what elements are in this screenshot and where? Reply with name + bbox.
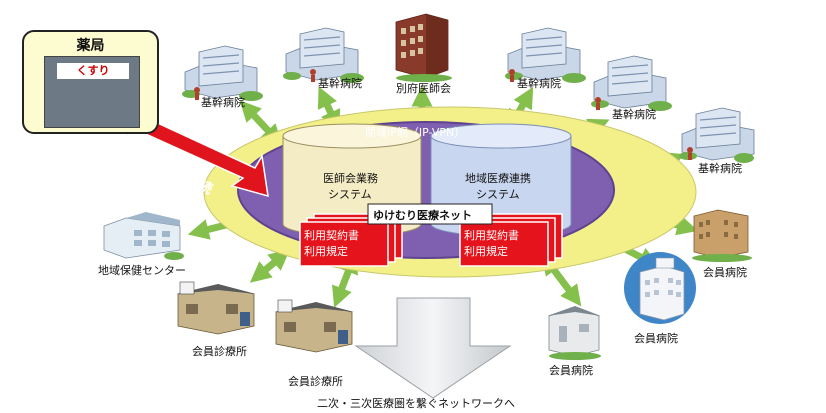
- left-system-subtitle: システム: [328, 188, 372, 201]
- person-icon: [194, 87, 200, 100]
- health-center-icon: [103, 212, 184, 260]
- node-label-kaiin-hosp-1: 会員病院: [703, 266, 747, 279]
- node-label-kikan-3: 基幹病院: [517, 77, 561, 90]
- person-icon: [687, 147, 693, 160]
- hospital-icon: [547, 306, 601, 360]
- pharmacy-box: 薬局 くすり: [22, 30, 159, 134]
- left-doc-line1: 利用契約書: [304, 229, 359, 242]
- node-label-clinic-1: 会員診療所: [192, 345, 247, 358]
- left-documents: [299, 213, 403, 267]
- node-label-kikan-5: 基幹病院: [698, 162, 742, 175]
- hospital-icon: [692, 209, 752, 262]
- arrow-clinic-1: [249, 249, 291, 283]
- hospital-building-icon: [679, 107, 755, 163]
- person-icon: [509, 69, 515, 82]
- big-down-arrow: [354, 297, 512, 399]
- net-name-box: [367, 203, 493, 225]
- hospital-building-icon: [283, 27, 364, 83]
- network-label: 閉域IP網（IP-VPN）: [365, 126, 466, 139]
- node-label-kikan-4: 基幹病院: [612, 108, 656, 121]
- pharmacy-sign: くすり: [57, 63, 129, 79]
- right-system-subtitle: システム: [476, 188, 520, 201]
- node-label-kikan-1: 基幹病院: [201, 96, 245, 109]
- arrow-kikan-1: [239, 100, 283, 146]
- net-name: ゆけむり医療ネット: [373, 209, 472, 222]
- right-system-title: 地域医療連携: [465, 172, 531, 185]
- node-label-hoken: 地域保健センター: [98, 264, 186, 277]
- hospital-building-icon: [505, 27, 586, 83]
- node-label-kaiin-hosp-2: 会員病院: [634, 332, 678, 345]
- pharmacy-photo: くすり: [44, 56, 140, 128]
- person-icon: [310, 69, 316, 82]
- left-system-title: 医師会業務: [323, 172, 378, 185]
- node-label-kikan-2: 基幹病院: [318, 77, 362, 90]
- clinic-icon: [274, 299, 354, 353]
- hospital-icon: [624, 252, 696, 324]
- office-building-icon: [395, 13, 452, 82]
- node-label-ishikai: 別府医師会: [396, 82, 451, 95]
- clinic-icon: [176, 281, 256, 335]
- bottom-caption: 二次・三次医療圏を繋ぐネットワークへ: [317, 397, 515, 410]
- left-doc-line2: 利用規定: [304, 245, 348, 258]
- node-label-kaiin-hosp-3: 会員病院: [549, 364, 593, 377]
- person-icon: [595, 97, 601, 110]
- right-doc-line2: 利用規定: [464, 245, 508, 258]
- right-doc-line1: 利用契約書: [464, 229, 519, 242]
- hospital-building-icon: [591, 55, 672, 111]
- pharmacy-title: 薬局: [76, 38, 105, 54]
- right-documents: [459, 213, 563, 267]
- node-label-clinic-2: 会員診療所: [288, 375, 343, 388]
- hospital-building-icon: [182, 45, 263, 101]
